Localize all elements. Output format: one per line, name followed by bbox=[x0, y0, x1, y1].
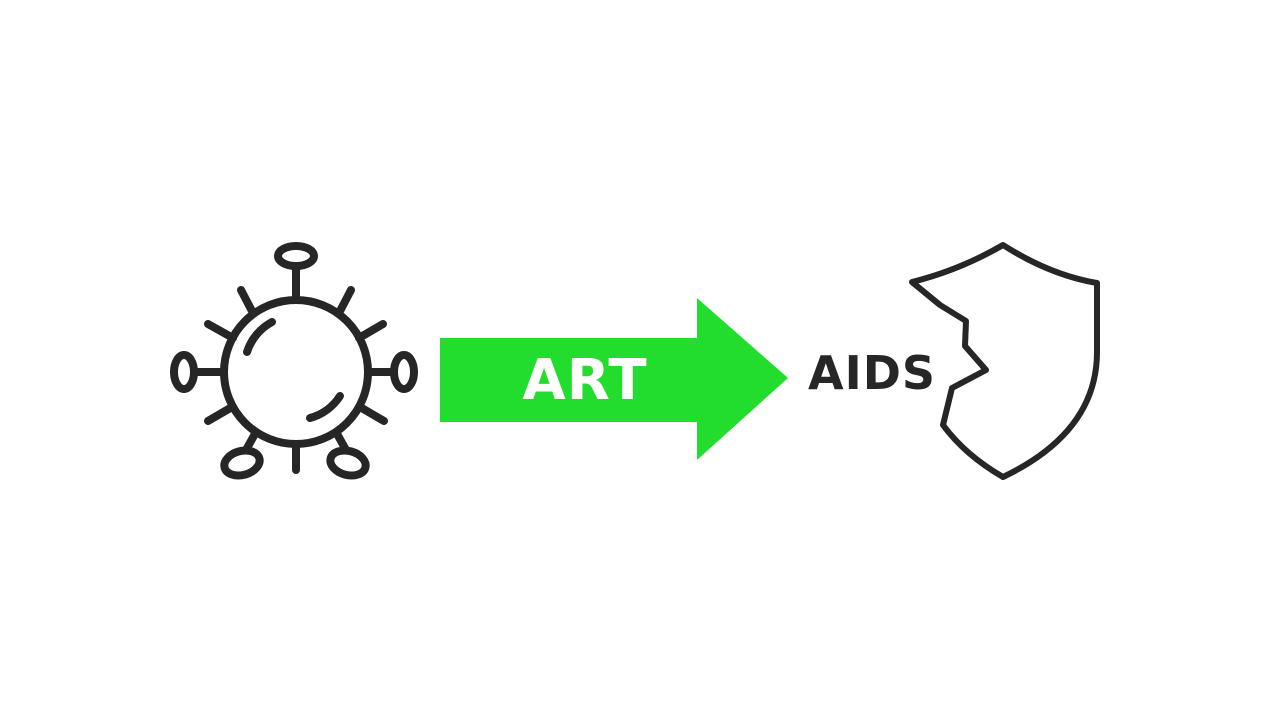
art-arrow bbox=[440, 298, 788, 460]
outcome-label: AIDS bbox=[808, 346, 937, 400]
arrow-shape bbox=[440, 298, 788, 460]
virus-icon bbox=[170, 242, 418, 480]
broken-shield-icon bbox=[909, 242, 1100, 480]
arrow-label: ART bbox=[522, 347, 648, 413]
